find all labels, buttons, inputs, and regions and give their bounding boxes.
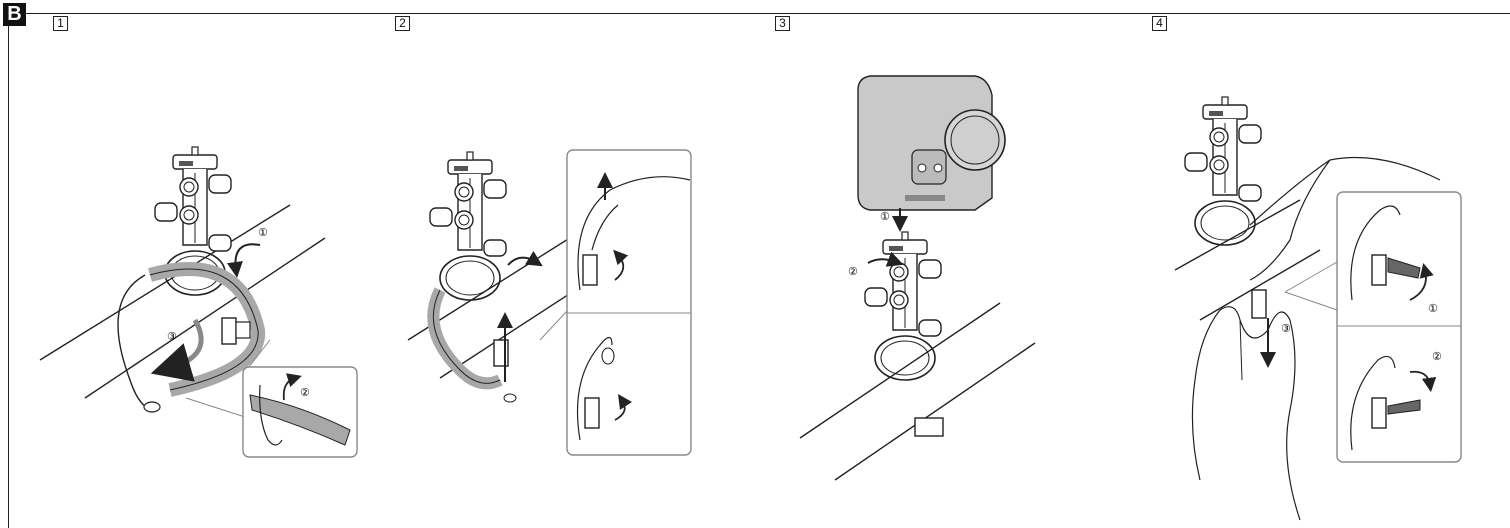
callout-1-3: ③ bbox=[167, 331, 177, 343]
step-1-illustration: ① ③ ② bbox=[39, 146, 358, 458]
step-number-1: 1 bbox=[53, 16, 68, 31]
section-label-badge: B bbox=[3, 3, 26, 26]
callout-3-1: ① bbox=[880, 211, 890, 223]
step-2-illustration bbox=[407, 149, 692, 456]
step-number-4: 4 bbox=[1152, 16, 1167, 31]
step-number-2: 2 bbox=[395, 16, 410, 31]
callout-4-3: ③ bbox=[1281, 323, 1291, 335]
step-number-3: 3 bbox=[775, 16, 790, 31]
illustration-frame bbox=[8, 13, 1510, 528]
callout-4-1: ① bbox=[1428, 303, 1438, 315]
callout-3-2: ② bbox=[848, 266, 858, 278]
step-3-illustration: ① ② bbox=[799, 75, 1036, 481]
callout-1-2: ② bbox=[300, 387, 310, 399]
callout-1-1: ① bbox=[258, 227, 268, 239]
callout-4-2: ② bbox=[1432, 351, 1442, 363]
step-4-illustration: ③ ① ② bbox=[1174, 96, 1462, 521]
